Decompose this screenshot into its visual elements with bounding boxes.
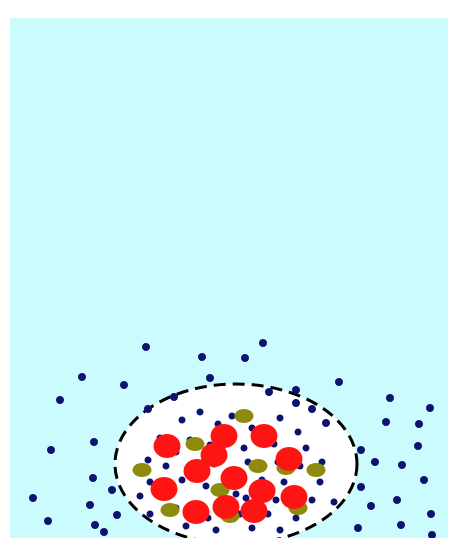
- medium-particle: [235, 409, 254, 423]
- medium-particle: [307, 463, 326, 477]
- small-particle: [145, 457, 152, 464]
- small-particle: [357, 446, 365, 454]
- small-particle: [203, 483, 210, 490]
- small-particle: [249, 525, 256, 532]
- small-particle: [293, 515, 300, 522]
- small-particle: [331, 499, 338, 506]
- small-particle: [367, 502, 375, 510]
- large-particle: [201, 443, 228, 467]
- small-particle: [426, 404, 434, 412]
- small-particle: [398, 461, 406, 469]
- small-particle: [308, 405, 316, 413]
- small-particle: [393, 496, 401, 504]
- small-particle: [29, 494, 37, 502]
- medium-particle: [249, 459, 268, 473]
- small-particle: [281, 479, 288, 486]
- small-particle: [179, 477, 186, 484]
- small-particle: [229, 413, 236, 420]
- small-particle: [233, 491, 240, 498]
- small-particle: [273, 497, 280, 504]
- small-particle: [144, 405, 152, 413]
- small-particle: [371, 458, 379, 466]
- large-particle: [154, 434, 181, 458]
- large-particle: [221, 466, 248, 490]
- small-particle: [292, 386, 300, 394]
- small-particle: [206, 374, 214, 382]
- small-particle: [91, 521, 99, 529]
- small-particle: [213, 527, 220, 534]
- small-particle: [90, 438, 98, 446]
- small-particle: [317, 479, 324, 486]
- small-particle: [113, 511, 121, 519]
- small-particle: [265, 388, 273, 396]
- small-particle: [322, 419, 330, 427]
- small-particle: [142, 343, 150, 351]
- small-particle: [354, 524, 362, 532]
- small-particle: [414, 442, 422, 450]
- small-particle: [179, 417, 186, 424]
- small-particle: [241, 445, 248, 452]
- large-particle: [241, 499, 268, 523]
- large-particle: [183, 500, 210, 524]
- large-particle: [213, 495, 240, 519]
- small-particle: [241, 354, 249, 362]
- small-particle: [170, 393, 178, 401]
- small-particle: [44, 517, 52, 525]
- small-particle: [357, 483, 365, 491]
- small-particle: [163, 463, 170, 470]
- small-particle: [86, 501, 94, 509]
- small-particle: [56, 396, 64, 404]
- small-particle: [100, 528, 108, 536]
- large-particle: [151, 477, 178, 501]
- medium-particle: [161, 503, 180, 517]
- large-particle: [251, 424, 278, 448]
- small-particle: [386, 394, 394, 402]
- small-particle: [137, 493, 144, 500]
- large-particle: [276, 447, 303, 471]
- small-particle: [415, 420, 423, 428]
- small-particle: [382, 418, 390, 426]
- small-particle: [303, 445, 310, 452]
- small-particle: [78, 373, 86, 381]
- small-particle: [197, 409, 204, 416]
- small-particle: [147, 511, 154, 518]
- small-particle: [47, 446, 55, 454]
- small-particle: [397, 521, 405, 529]
- small-particle: [198, 353, 206, 361]
- small-particle: [120, 381, 128, 389]
- small-particle: [259, 339, 267, 347]
- small-particle: [89, 474, 97, 482]
- small-particle: [295, 429, 302, 436]
- medium-particle: [133, 463, 152, 477]
- small-particle: [427, 510, 435, 518]
- small-particle: [420, 476, 428, 484]
- small-particle: [108, 486, 116, 494]
- small-particle: [277, 415, 284, 422]
- small-particle: [309, 497, 316, 504]
- medium-particle: [186, 437, 205, 451]
- small-particle: [292, 399, 300, 407]
- large-particle: [281, 485, 308, 509]
- small-particle: [277, 527, 284, 534]
- small-particle: [183, 523, 190, 530]
- small-particle: [335, 378, 343, 386]
